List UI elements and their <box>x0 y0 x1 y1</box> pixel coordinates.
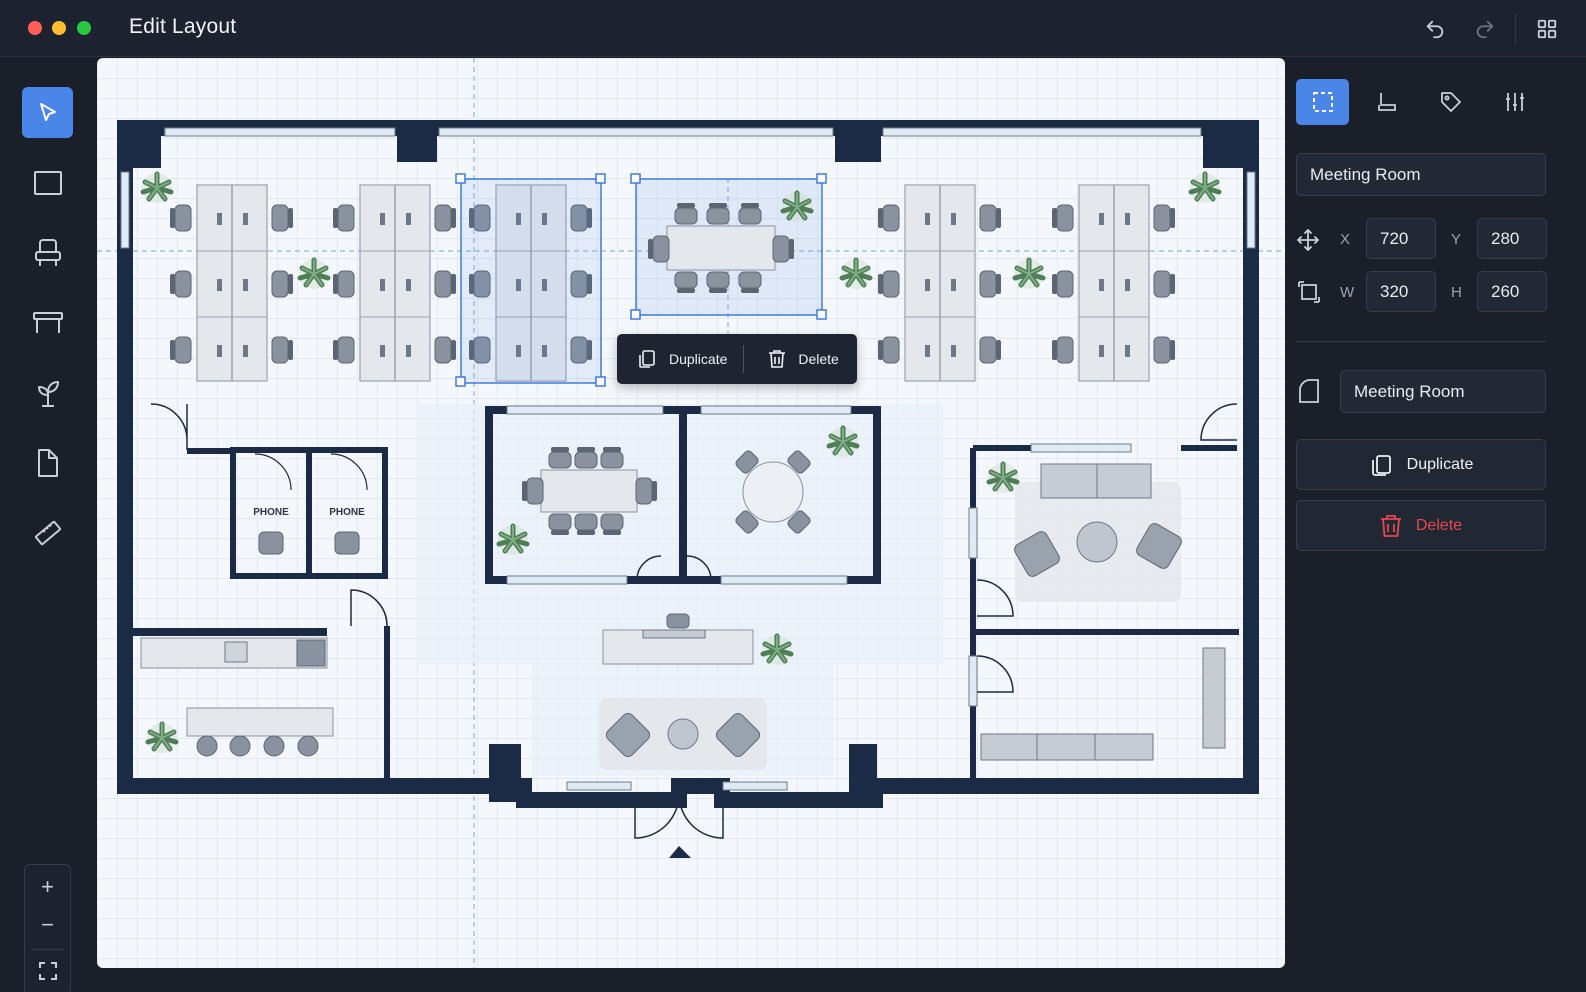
context-delete-button[interactable]: Delete <box>748 334 839 384</box>
panel-divider <box>1296 341 1546 342</box>
pointer-icon <box>39 102 56 121</box>
chair-icon <box>34 238 61 266</box>
redo-icon <box>1476 20 1494 39</box>
delete-button-label: Delete <box>1415 516 1463 534</box>
context-separator <box>743 345 745 373</box>
room-shape-icon <box>1299 379 1319 403</box>
context-menu: Duplicate Delete <box>617 334 857 384</box>
duplicate-icon <box>639 350 655 368</box>
context-duplicate-button[interactable]: Duplicate <box>617 334 727 384</box>
window-title: Edit Layout <box>129 15 237 38</box>
duplicate-button-label: Duplicate <box>1406 455 1474 473</box>
floor-plan-drawing: PHONE PHONE <box>97 58 1285 968</box>
w-label: W <box>1340 284 1355 301</box>
zoom-in-button[interactable]: + <box>41 874 54 899</box>
h-label: H <box>1451 284 1462 301</box>
tab-adjustments[interactable] <box>1488 79 1541 125</box>
furniture-icon <box>1377 93 1396 111</box>
phone-booth-label-2: PHONE <box>329 507 365 518</box>
trash-icon <box>769 350 786 368</box>
redo-button[interactable] <box>1470 14 1500 44</box>
room-tool-button[interactable] <box>22 157 73 208</box>
zoom-controls: + − <box>24 864 71 992</box>
tab-furniture[interactable] <box>1360 79 1413 125</box>
zoom-divider <box>31 949 64 950</box>
trash-icon <box>1380 514 1401 537</box>
x-label: X <box>1340 231 1351 248</box>
table-icon <box>32 311 63 333</box>
duplicate-button[interactable]: Duplicate <box>1296 439 1546 490</box>
x-position-input[interactable]: 720 <box>1366 218 1436 259</box>
resize-icon <box>1298 281 1320 303</box>
close-window-button[interactable] <box>28 21 42 35</box>
width-input[interactable]: 320 <box>1366 271 1436 312</box>
height-input[interactable]: 260 <box>1477 271 1547 312</box>
plant-icon <box>37 380 59 407</box>
fit-screen-icon <box>38 962 57 980</box>
minimize-window-button[interactable] <box>52 21 66 35</box>
tag-icon <box>1440 92 1461 112</box>
floor-plan-canvas[interactable]: PHONE PHONE <box>97 58 1285 968</box>
tool-palette: + − <box>0 58 96 992</box>
maximize-window-button[interactable] <box>77 21 91 35</box>
undo-icon <box>1426 20 1444 39</box>
measure-tool-button[interactable] <box>22 507 73 558</box>
y-position-input[interactable]: 280 <box>1477 218 1547 259</box>
grid-view-button[interactable] <box>1532 14 1562 44</box>
plant-tool-button[interactable] <box>22 367 73 418</box>
selection-icon <box>1312 92 1333 112</box>
zoom-out-button[interactable]: − <box>41 912 54 937</box>
object-name-field[interactable]: Meeting Room <box>1296 153 1546 196</box>
sliders-icon <box>1505 93 1524 111</box>
tab-selection[interactable] <box>1296 79 1349 125</box>
chair-tool-button[interactable] <box>22 227 73 278</box>
context-duplicate-label: Duplicate <box>669 351 728 367</box>
grid-icon <box>1537 19 1557 39</box>
context-delete-label: Delete <box>798 351 839 367</box>
fit-view-button[interactable] <box>25 951 70 991</box>
room-type-field[interactable]: Meeting Room <box>1340 370 1546 413</box>
select-tool-button[interactable] <box>22 87 73 138</box>
undo-button[interactable] <box>1420 14 1450 44</box>
move-icon <box>1297 229 1319 251</box>
properties-panel: Meeting Room X 720 Y 280 W 320 H 260 Mee… <box>1290 58 1586 992</box>
phone-booth-label-1: PHONE <box>253 507 289 518</box>
tab-tags[interactable] <box>1424 79 1477 125</box>
table-tool-button[interactable] <box>22 297 73 348</box>
delete-button[interactable]: Delete <box>1296 500 1546 551</box>
rectangle-icon <box>33 170 62 195</box>
y-label: Y <box>1451 231 1462 248</box>
ruler-icon <box>34 520 61 545</box>
door-tool-button[interactable] <box>22 437 73 488</box>
title-bar: Edit Layout <box>0 0 1586 57</box>
door-icon <box>37 448 58 477</box>
duplicate-icon <box>1371 454 1391 476</box>
titlebar-divider <box>1515 14 1516 44</box>
